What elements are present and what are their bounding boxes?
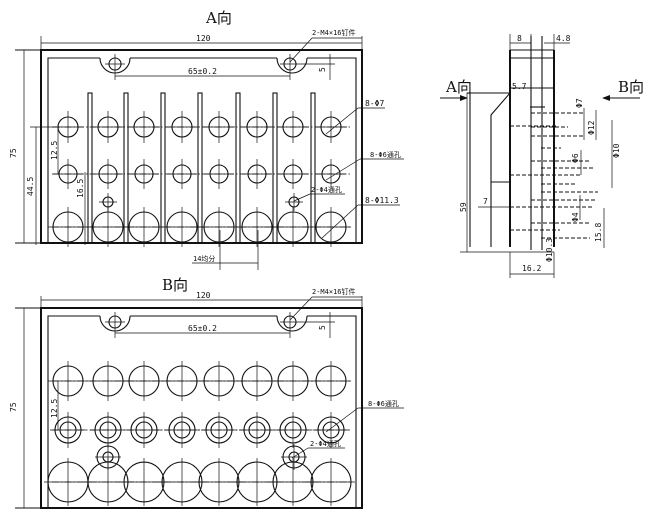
view-a-row-pitch: 12.5 xyxy=(50,141,59,160)
section-dim-8: 8 xyxy=(517,34,522,43)
view-b-note-d4: 2-Φ4通孔 xyxy=(310,439,341,448)
view-a-edge-dim: 5 xyxy=(318,67,327,72)
section-chamfer xyxy=(470,92,512,247)
slot xyxy=(310,92,316,244)
section-label-b: B向 xyxy=(618,78,644,96)
section-dim-d6: Φ6 xyxy=(571,153,580,163)
view-a-bolt-note: 2-M4×16钉件 xyxy=(312,28,356,37)
slot xyxy=(87,92,93,244)
view-b-row-pitch: 12.5 xyxy=(50,399,59,418)
view-a: A向 120 75 65±0.2 2-M4×16钉件 5 44.5 1 xyxy=(9,9,404,270)
view-b-bolt-spacing: 65±0.2 xyxy=(188,324,217,333)
view-a-bolt-notch-right xyxy=(276,57,308,74)
slot xyxy=(160,92,166,244)
section-dim-16-2: 16.2 xyxy=(522,264,541,273)
section-dim-d7: Φ7 xyxy=(575,98,584,108)
section-dim-15-8: 15.8 xyxy=(594,223,603,242)
slot xyxy=(235,92,241,244)
view-a-bolt-spacing: 65±0.2 xyxy=(188,67,217,76)
section-dim-59: 59 xyxy=(459,202,468,212)
view-a-width-dim: 120 xyxy=(196,34,211,43)
view-b-title: B向 xyxy=(162,276,188,294)
section-label-a: A向 xyxy=(445,78,472,96)
view-b: B向 120 75 65±0.2 2-M4×16钉件 5 12.5 8-Φ6通孔… xyxy=(9,276,404,509)
view-a-note-d7: 8-Φ7 xyxy=(365,99,384,108)
view-a-pocket xyxy=(47,57,357,243)
view-a-hole-grid xyxy=(48,92,352,247)
section-dim-d10-3: Φ10.3 xyxy=(545,238,554,262)
view-b-height-dim: 75 xyxy=(9,402,18,412)
section-hidden-lines xyxy=(510,112,598,239)
view-b-width-dim: 120 xyxy=(196,291,211,300)
view-a-title: A向 xyxy=(205,9,232,27)
view-b-pocket xyxy=(47,315,357,508)
section-dim-d12: Φ12 xyxy=(587,120,596,135)
view-a-note-d6: 8-Φ6通孔 xyxy=(370,150,401,159)
section-view: 8 4.8 5.7 Φ7 Φ12 Φ10 Φ6 Φ4 15.8 Φ10.3 59 xyxy=(440,34,644,278)
slot xyxy=(272,92,278,244)
view-a-hole-offset: 16.5 xyxy=(76,179,85,198)
view-b-hole-grid xyxy=(44,361,355,506)
view-b-bolt-note: 2-M4×16钉件 xyxy=(312,287,356,296)
view-b-note-d6: 8-Φ6通孔 xyxy=(368,399,399,408)
arrow-right-icon xyxy=(460,95,468,101)
section-dim-d4: Φ4 xyxy=(571,212,580,222)
section-dim-5-7: 5.7 xyxy=(512,82,527,91)
view-b-edge-dim: 5 xyxy=(318,325,327,330)
section-dim-d10: Φ10 xyxy=(612,143,621,158)
view-a-row-offset: 44.5 xyxy=(26,177,35,196)
view-a-pitch-dim: 14均分 xyxy=(193,254,215,263)
section-dim-7: 7 xyxy=(483,197,488,206)
view-a-note-d4: 2-Φ4通孔 xyxy=(311,185,342,194)
section-dim-4-8: 4.8 xyxy=(556,34,571,43)
view-a-height-dim: 75 xyxy=(9,148,18,158)
arrow-left-icon xyxy=(602,95,610,101)
slot xyxy=(197,92,203,244)
slot xyxy=(123,92,129,244)
view-a-note-d113: 8-Φ11.3 xyxy=(365,196,399,205)
